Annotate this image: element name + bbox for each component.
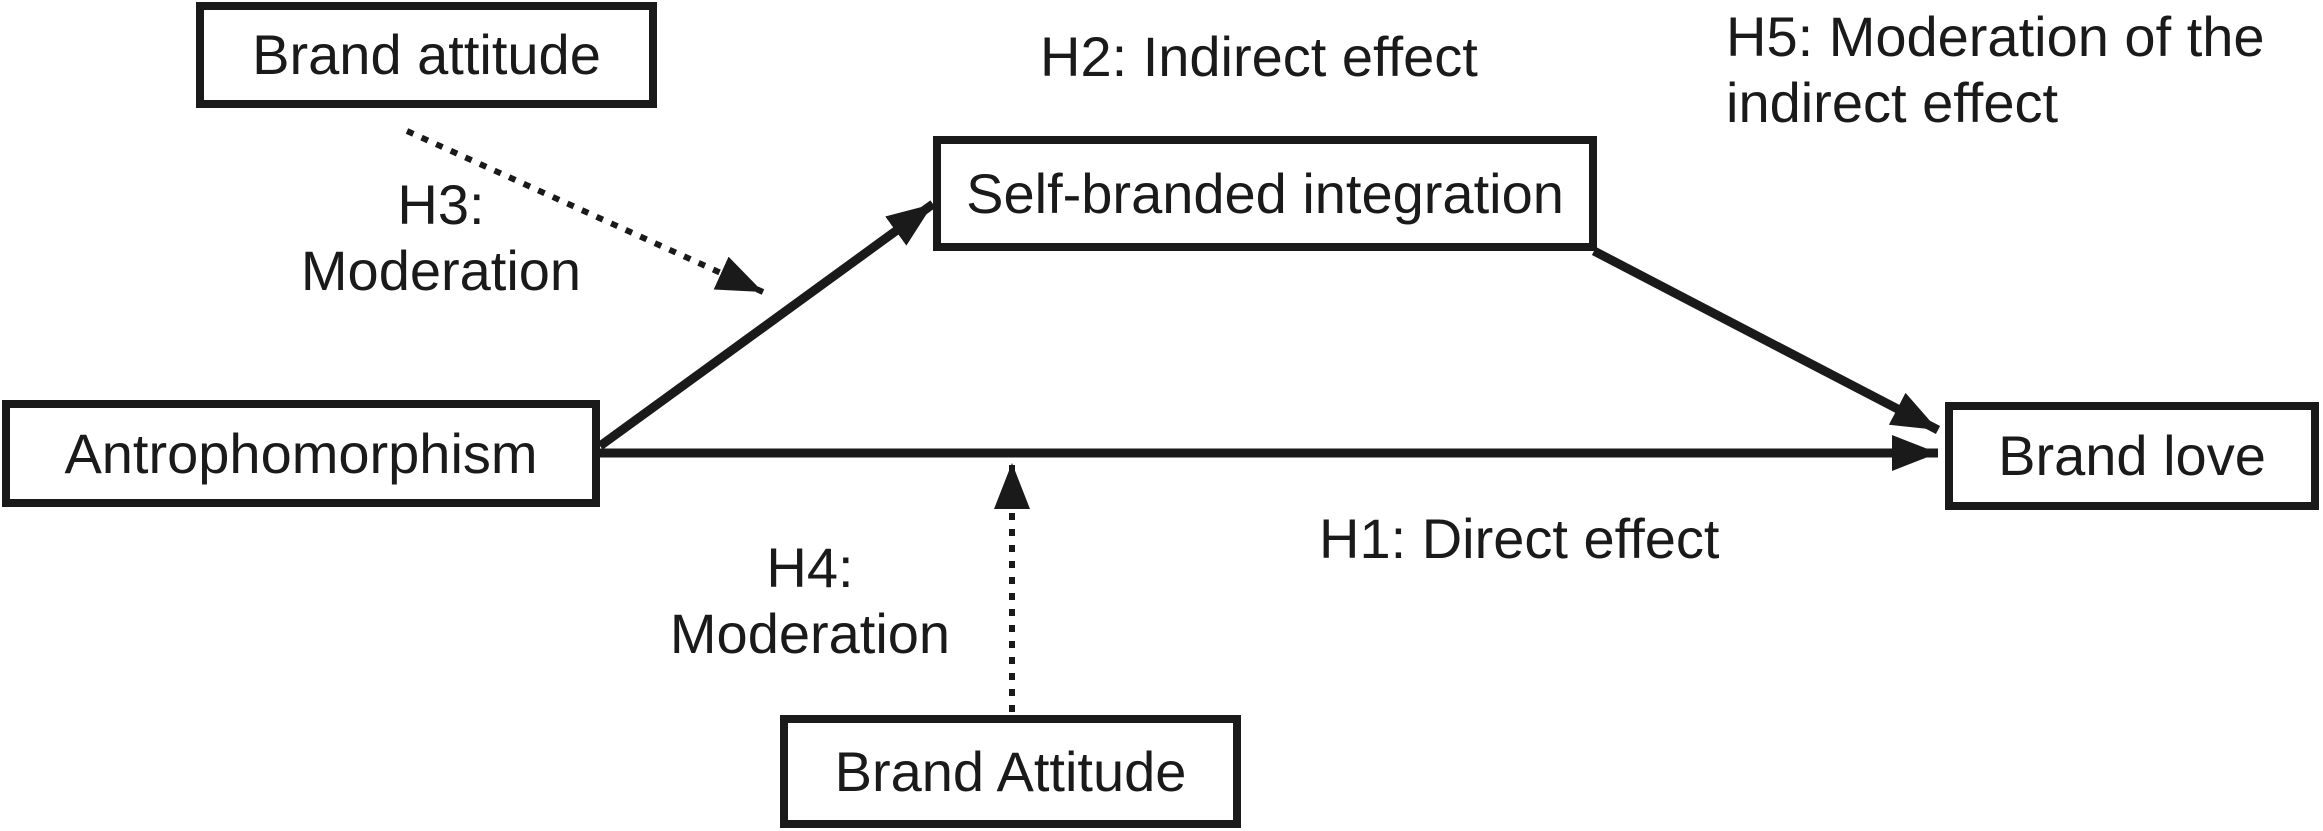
node-anthropomorphism: Antrophomorphism — [2, 400, 600, 507]
node-brand-love-label: Brand love — [1998, 424, 2266, 487]
node-self-branded-integration-label: Self-branded integration — [966, 161, 1564, 225]
node-self-branded-integration: Self-branded integration — [933, 136, 1597, 251]
arrow-self-branded-to-brand-love — [1591, 247, 1941, 434]
node-brand-attitude-moderator-top: Brand attitude — [196, 2, 657, 108]
label-h4-moderation: H4: Moderation — [669, 536, 951, 665]
label-h3-moderation: H3: Moderation — [300, 173, 582, 302]
node-brand-attitude-moderator-bottom: Brand Attitude — [780, 715, 1241, 828]
arrow-h3-moderation-dotted — [405, 128, 765, 295]
node-brand-love: Brand love — [1945, 402, 2319, 510]
label-h1-direct-effect: H1: Direct effect — [1319, 507, 1720, 570]
node-brand-attitude-top-label: Brand attitude — [252, 23, 601, 86]
label-h2-indirect-effect: H2: Indirect effect — [1040, 25, 1478, 88]
label-h5-moderation-indirect-effect: H5: Moderation of the indirect effect — [1726, 5, 2265, 134]
node-brand-attitude-bottom-label: Brand Attitude — [834, 739, 1187, 803]
node-anthropomorphism-label: Antrophomorphism — [64, 421, 538, 485]
arrow-anthropomorphism-to-self-branded — [597, 200, 936, 450]
